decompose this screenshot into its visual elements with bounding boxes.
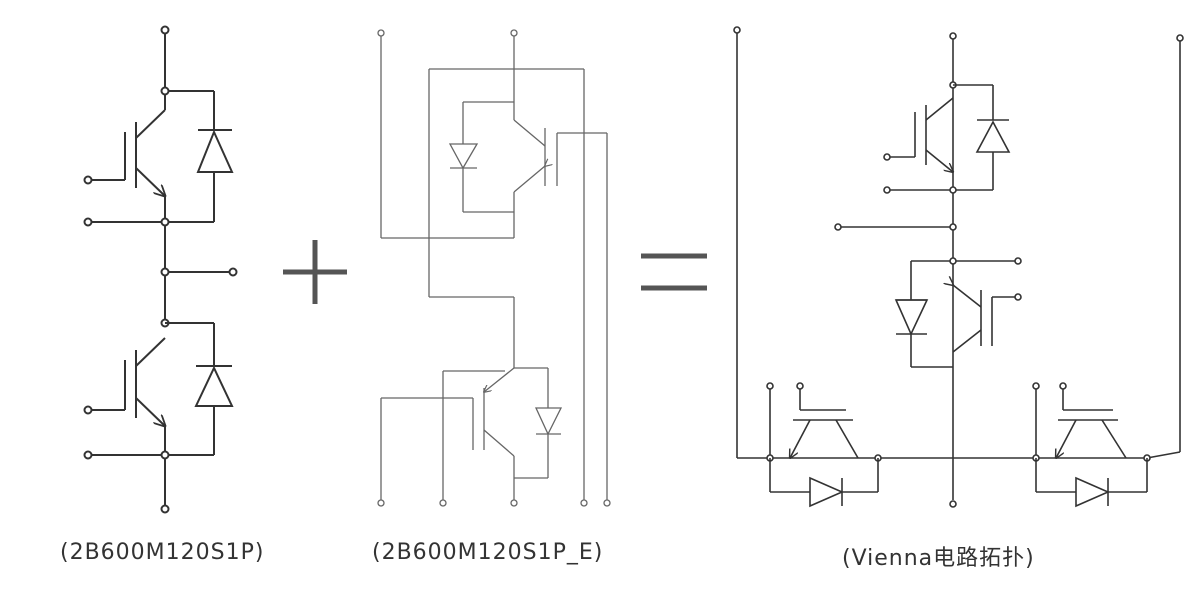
left-half-bridge-schematic [83,25,238,514]
equals-operator [641,253,707,291]
vienna-upper-igbt-symbol [883,81,1011,194]
upper-diode-symbol [160,86,234,223]
upper-igbt-symbol [83,109,166,222]
caption-vienna-topology: (Vienna电路拓扑) [842,546,1035,571]
caption-left-module: (2B600M120S1P) [60,540,265,565]
vienna-left-switch-cell [766,382,882,508]
middle-upper-transistor-symbol [448,101,608,500]
middle-module-schematic [377,29,611,507]
vienna-topology-schematic [733,26,1184,508]
vienna-right-switch-cell [1032,382,1151,508]
plus-operator [283,240,347,304]
vienna-lower-igbt-symbol [894,257,1022,368]
lower-igbt-symbol [83,318,170,455]
caption-middle-module: (2B600M120S1P_E) [372,540,604,565]
middle-lower-transistor-symbol [380,367,563,500]
lower-diode-symbol [165,322,234,456]
